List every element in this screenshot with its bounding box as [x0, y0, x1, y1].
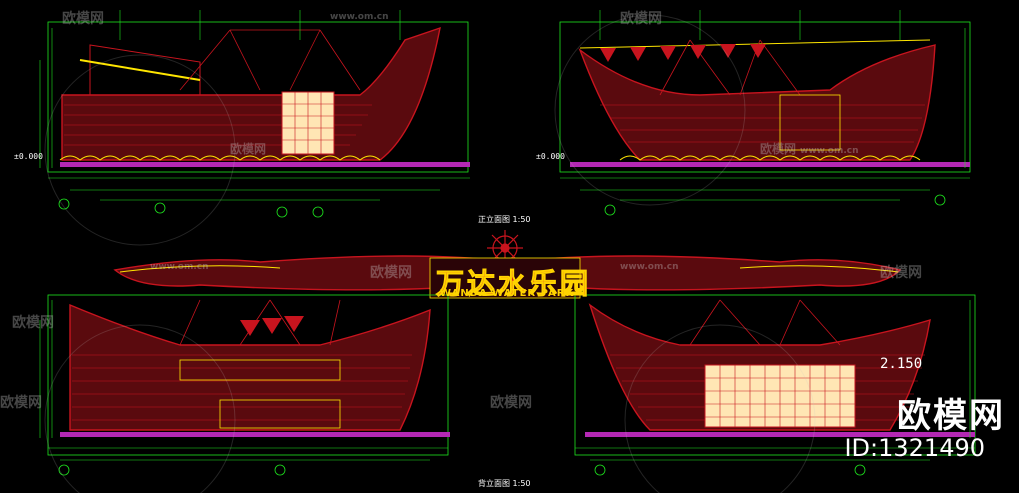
ship-elevation-top-left — [39, 10, 470, 218]
faint-watermark-brand: 欧模网 — [880, 265, 922, 281]
sign-subtitle: WANDA WATER PARK — [440, 288, 575, 299]
ship-elevation-bottom-left — [39, 294, 450, 476]
watermark-id: ID:1321490 — [844, 434, 985, 462]
faint-watermark-brand: 欧模网 — [12, 315, 54, 331]
faint-watermark-url: www.om.cn — [150, 262, 209, 272]
faint-watermark-url: www.om.cn — [800, 146, 859, 156]
faint-watermark-url: www.om.cn — [330, 12, 389, 22]
watermark-circles — [44, 14, 816, 493]
faint-watermark-brand: 欧模网 — [0, 395, 42, 411]
faint-watermark-brand: 欧模网 — [620, 11, 662, 27]
entrance-sign-banner — [113, 230, 902, 299]
faint-watermark-brand: 欧模网 — [62, 11, 104, 27]
ship-wheel-emblem — [487, 230, 523, 266]
ship-elevation-top-right — [559, 10, 971, 216]
elevation-datum-label: ±0.000 — [536, 152, 565, 161]
faint-watermark-brand: 欧模网 — [370, 265, 412, 281]
faint-watermark-brand: 欧模网 — [760, 142, 797, 156]
faint-watermark-url: www.om.cn — [620, 262, 679, 272]
ship-elevation-bottom-right — [574, 294, 976, 476]
elevation-datum-label: ±0.000 — [14, 152, 43, 161]
top-view-title: 正立面图 1:50 — [478, 215, 531, 224]
watermark-brand: 欧模网 — [897, 396, 1005, 436]
sign-title: 万达水乐园 — [435, 267, 592, 301]
elevation-dimension-label: 2.150 — [880, 356, 923, 372]
bottom-view-title: 背立面图 1:50 — [478, 479, 531, 488]
faint-watermark-brand: 欧模网 — [490, 395, 532, 411]
faint-watermark-brand: 欧模网 — [230, 142, 267, 156]
